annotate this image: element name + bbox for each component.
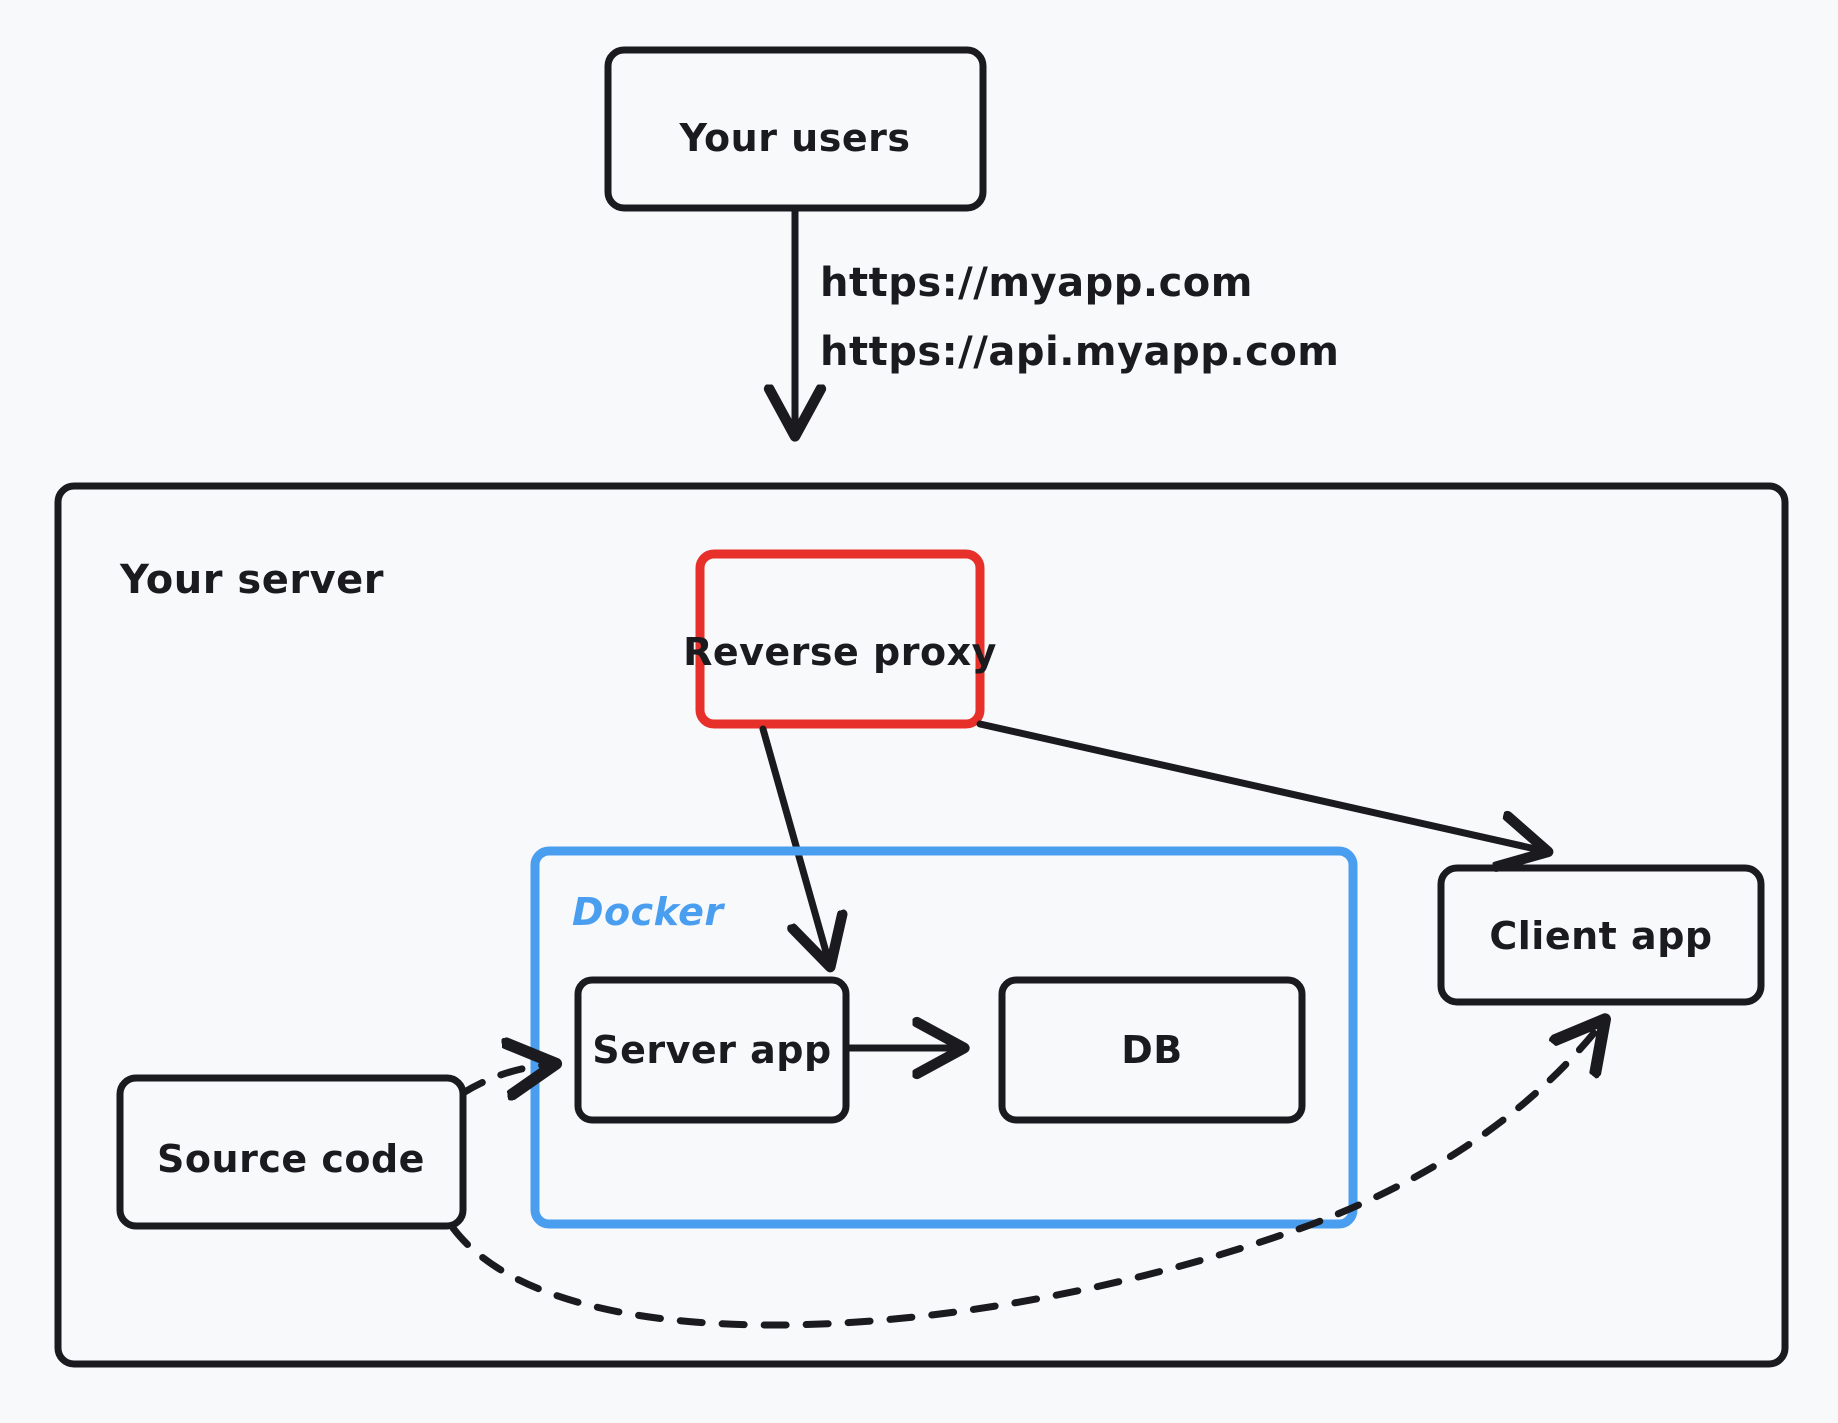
node-db-label: DB	[1121, 1028, 1183, 1072]
container-your-server: Your server	[54, 482, 1789, 1368]
node-source-code-label: Source code	[157, 1137, 425, 1181]
node-db[interactable]: DB	[998, 976, 1306, 1124]
edge-reverse-proxy-to-server-app	[759, 725, 828, 959]
node-client-app-label: Client app	[1489, 914, 1712, 958]
node-your-users-label: Your users	[679, 116, 911, 160]
node-reverse-proxy-label: Reverse proxy	[683, 630, 997, 674]
url-label-app: https://myapp.com	[820, 260, 1253, 306]
container-your-server-label: Your server	[119, 557, 384, 603]
node-client-app[interactable]: Client app	[1437, 864, 1765, 1006]
container-docker: Docker	[530, 846, 1358, 1229]
node-server-app-label: Server app	[592, 1028, 831, 1072]
node-source-code[interactable]: Source code	[116, 1074, 467, 1230]
edge-label-urls: https://myapp.com https://api.myapp.com	[820, 260, 1339, 375]
edge-source-code-to-server-app	[459, 1065, 545, 1093]
edge-reverse-proxy-to-client-app	[976, 720, 1540, 850]
edge-source-code-to-client-app	[449, 1028, 1598, 1329]
container-docker-label: Docker	[572, 890, 725, 934]
url-label-api: https://api.myapp.com	[820, 329, 1339, 375]
node-reverse-proxy[interactable]: Reverse proxy	[683, 549, 997, 729]
